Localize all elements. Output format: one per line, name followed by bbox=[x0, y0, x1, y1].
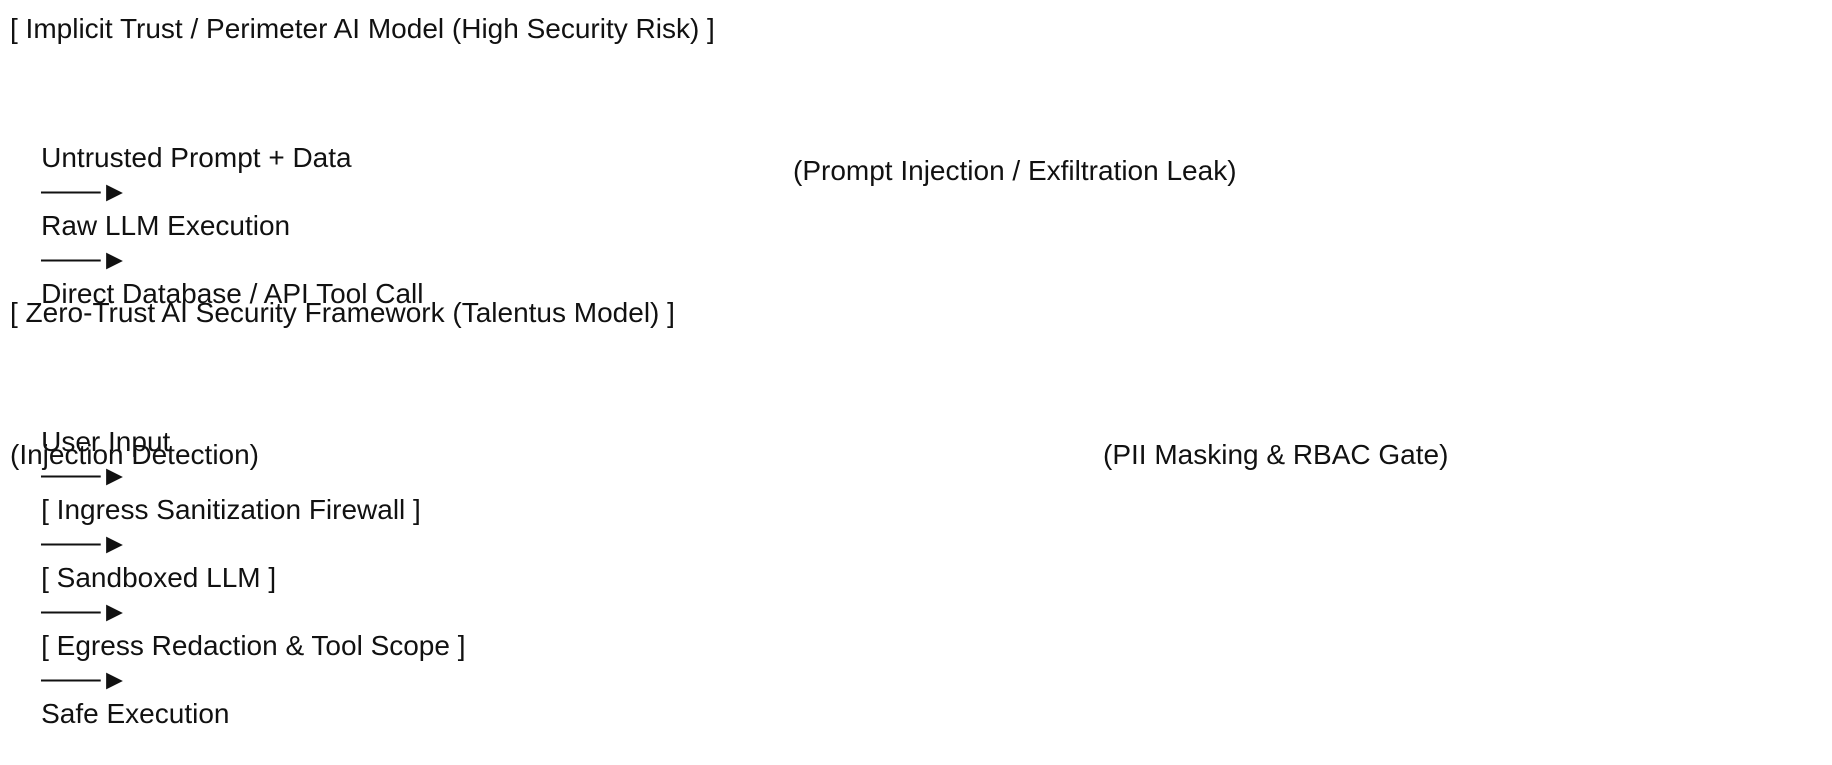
flow-step-raw-llm-execution: Raw LLM Execution bbox=[41, 210, 291, 241]
flow-step-sandboxed-llm: [ Sandboxed LLM ] bbox=[41, 562, 277, 593]
section-title-implicit-trust: [ Implicit Trust / Perimeter AI Model (H… bbox=[10, 13, 715, 44]
flow-step-direct-tool-call: Direct Database / API Tool Call bbox=[41, 278, 424, 309]
flow-row-implicit-trust: Untrusted Prompt + Data ───► Raw LLM Exe… bbox=[10, 107, 423, 345]
arrow-right-icon: ───► bbox=[41, 460, 129, 491]
arrow-right-icon: ───► bbox=[41, 244, 129, 275]
section-title-zero-trust: [ Zero-Trust AI Security Framework (Tale… bbox=[10, 297, 675, 328]
arrow-right-icon: ───► bbox=[41, 596, 129, 627]
flow-step-egress-redaction: [ Egress Redaction & Tool Scope ] bbox=[41, 630, 466, 661]
note-pii-masking: (PII Masking & RBAC Gate) bbox=[1103, 439, 1449, 470]
arrow-right-icon: ───► bbox=[41, 528, 129, 559]
arrow-right-icon: ───► bbox=[41, 176, 129, 207]
flow-step-untrusted-prompt: Untrusted Prompt + Data bbox=[41, 142, 352, 173]
flow-step-user-input: User Input bbox=[41, 426, 171, 457]
note-prompt-injection: (Prompt Injection / Exfiltration Leak) bbox=[793, 155, 1237, 186]
flow-step-safe-execution: Safe Execution bbox=[41, 698, 230, 729]
note-injection-detection: (Injection Detection) bbox=[10, 439, 260, 470]
arrow-right-icon: ───► bbox=[41, 664, 129, 695]
